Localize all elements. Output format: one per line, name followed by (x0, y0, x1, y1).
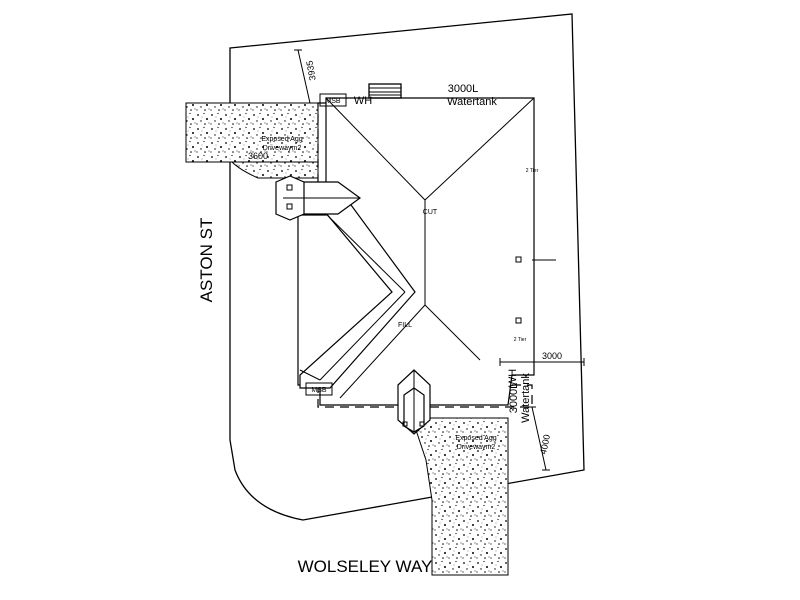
wall-markers (515, 248, 556, 324)
south-driveway (411, 417, 509, 576)
north-tank-capacity: 3000L (448, 83, 479, 95)
north-entry-gable (275, 175, 362, 221)
north-msb-label: MSB (325, 98, 341, 105)
south-msb-label: MSB (311, 387, 327, 394)
north-tank-label: Watertank (447, 96, 497, 108)
dim-north-driveway: 3600 (248, 151, 268, 161)
wolseley-way-label: WOLSELEY WAY (298, 557, 433, 576)
dim-top-setback: 3935 (304, 60, 317, 81)
lower-tier-label: 2 Tier (514, 337, 527, 343)
south-msb-box (305, 382, 333, 396)
dimension-lines (210, 49, 585, 471)
south-driveway-line2: Drivewaym2 (457, 444, 496, 451)
main-roof (297, 97, 535, 406)
south-tank-label: Watertank (520, 373, 532, 423)
south-tank-capacity: 3000L (508, 383, 520, 414)
dim-east-setback: 3000 (542, 351, 562, 361)
cut-label: CUT (423, 209, 438, 216)
fill-label: FILL (398, 322, 412, 329)
upper-tier-label: 2 Tier (526, 168, 539, 174)
north-driveway-line1: Exposed Agg (261, 136, 302, 143)
north-wh-label: WH (354, 95, 372, 107)
south-wh-label: WH (507, 369, 519, 387)
north-water-tank-hatch (369, 87, 401, 96)
north-msb-box (319, 93, 347, 107)
aston-st-label: ASTON ST (197, 218, 216, 303)
dim-south-setback: 4000 (538, 434, 552, 456)
north-driveway-line2: Drivewaym2 (263, 145, 302, 152)
north-water-tank-unit (368, 83, 402, 99)
property-boundary (229, 13, 585, 521)
south-entry-gable (397, 369, 431, 435)
south-driveway-line1: Exposed Agg (455, 435, 496, 442)
